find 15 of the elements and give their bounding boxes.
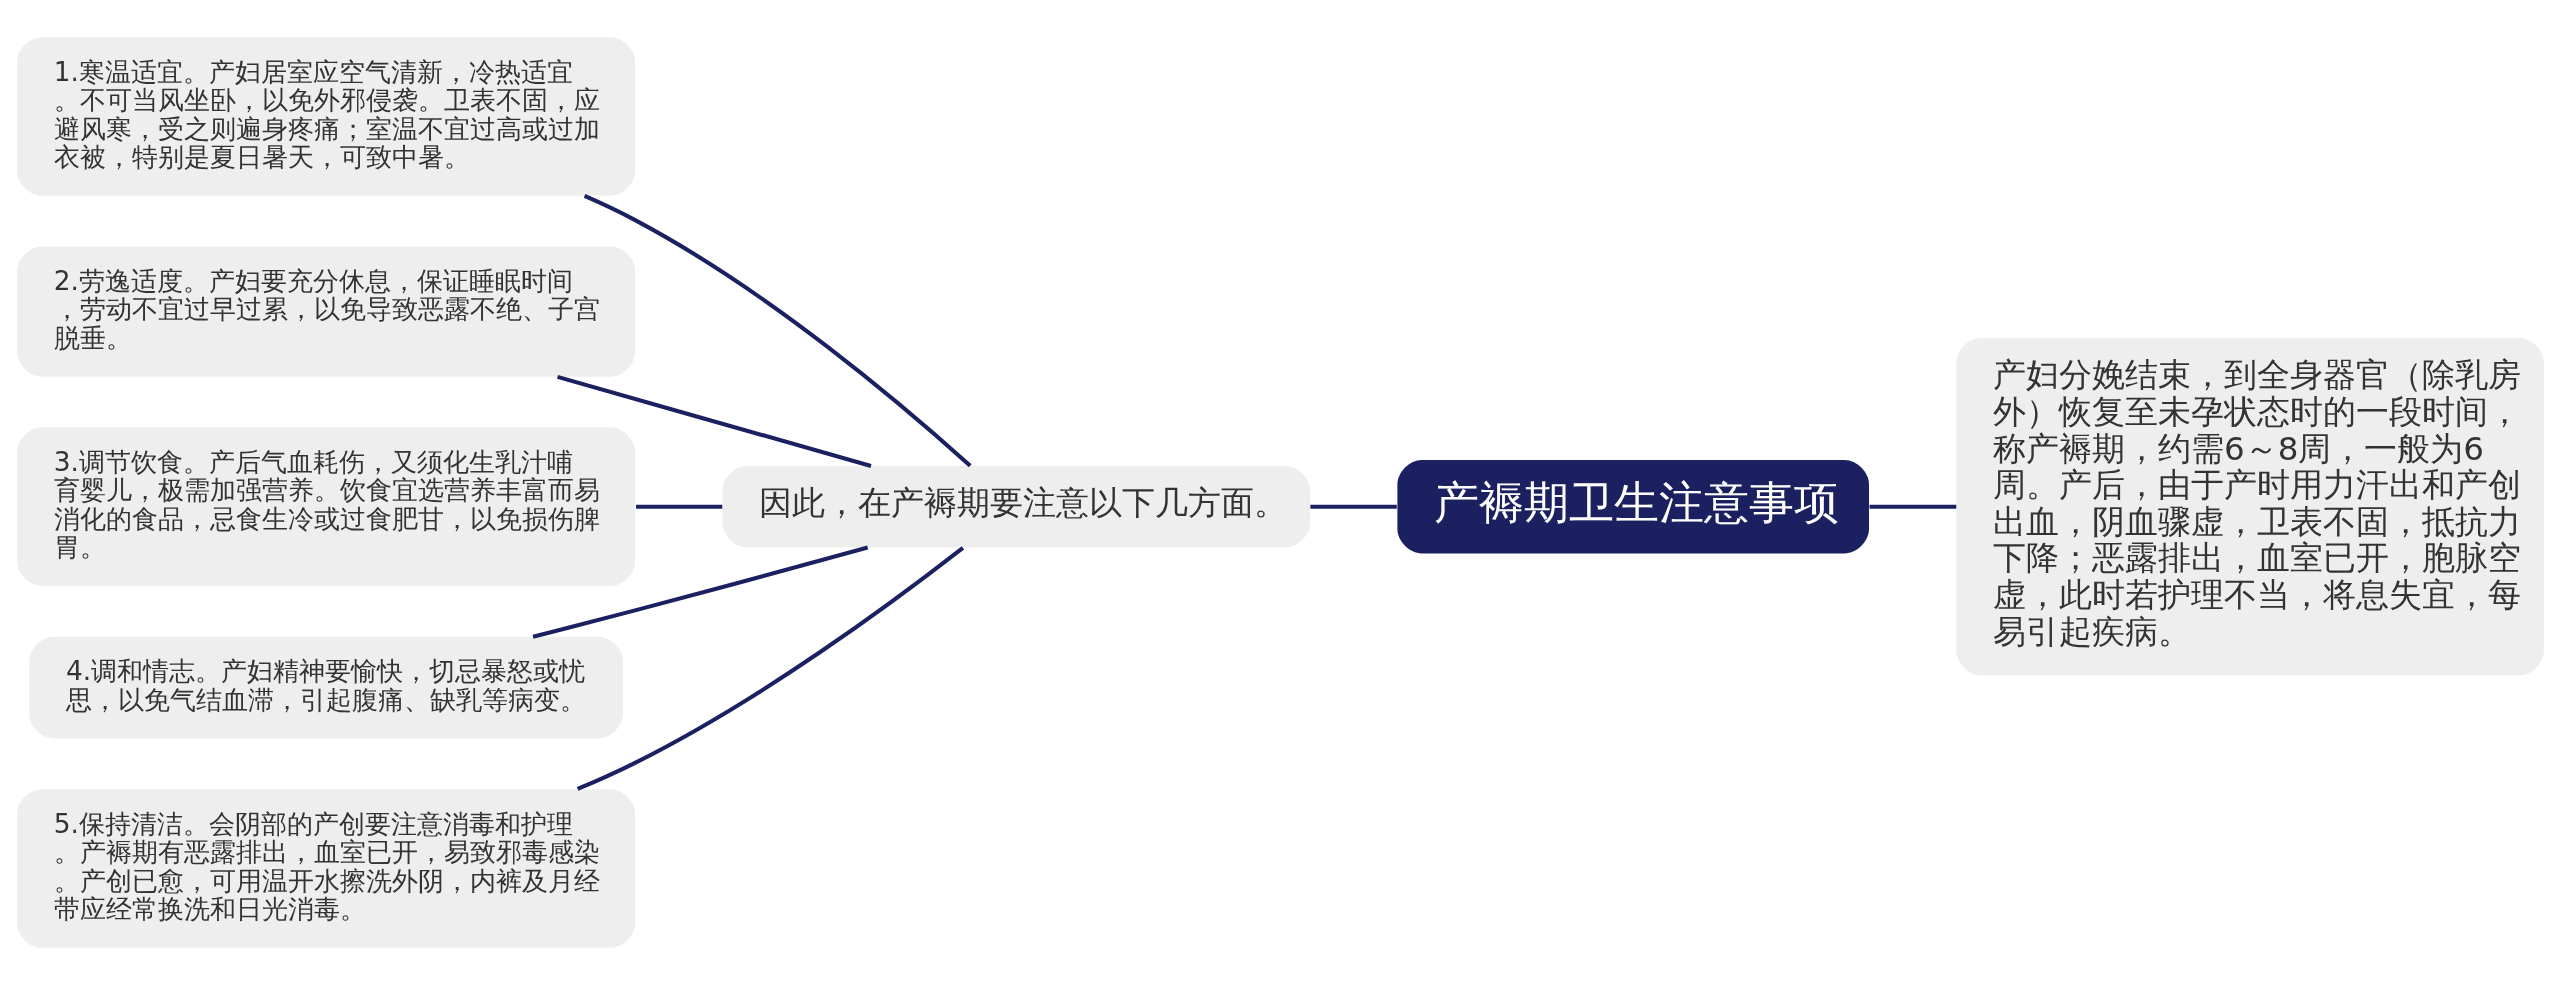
connector	[1309, 504, 1397, 509]
node-box: 1.寒温适宜。产妇居室应空气清新，冷热适宜。不可当风坐卧，以免外邪侵袭。卫表不固，应避风寒，受之则遍身疼痛；室温不宜过高或过加衣被，特别是夏日暑天，可致中暑。	[16, 37, 635, 196]
node-box: 2.劳逸适度。产妇要充分休息，保证睡眠时间，劳动不宜过早过累，以免导致恶露不绝、子宫脱垂。	[16, 246, 635, 377]
connector	[556, 374, 872, 468]
node-box: 5.保持清洁。会阴部的产创要注意消毒和护理。产褥期有恶露排出，血室已开，易致邪毒感染。产创已愈，可用温开水擦洗外阴，内裤及月经带应经常换洗和日光消毒。	[16, 789, 635, 948]
connector	[635, 504, 722, 509]
connector	[583, 194, 972, 468]
node-box: 因此，在产褥期要注意以下几方面。	[722, 466, 1310, 548]
node-box: 3.调节饮食。产后气血耗伤，又须化生乳汁哺育婴儿，极需加强营养。饮食宜选营养丰富而易消化的食品，忌食生冷或过食肥甘，以免损伤脾胃。	[16, 427, 635, 586]
node-box: 产妇分娩结束，到全身器官（除乳房外）恢复至未孕状态时的一段时间，称产褥期，约需6～8周，一般为6周。产后，由于产时用力汗出和产创出血，阴血骤虚，卫表不固，抵抗力下降；恶露排出，血室已开，胞脉空虚，此时若护理不当，将息失宜，每易引起疾病。	[1955, 338, 2544, 676]
connector	[1869, 504, 1956, 509]
connector	[532, 545, 868, 639]
node-box: 产褥期卫生注意事项	[1396, 460, 1869, 554]
node-box: 4.调和情志。产妇精神要愉快，切忌暴怒或忧思，以免气结血滞，引起腹痛、缺乳等病变。	[28, 636, 623, 739]
connector	[576, 546, 964, 791]
